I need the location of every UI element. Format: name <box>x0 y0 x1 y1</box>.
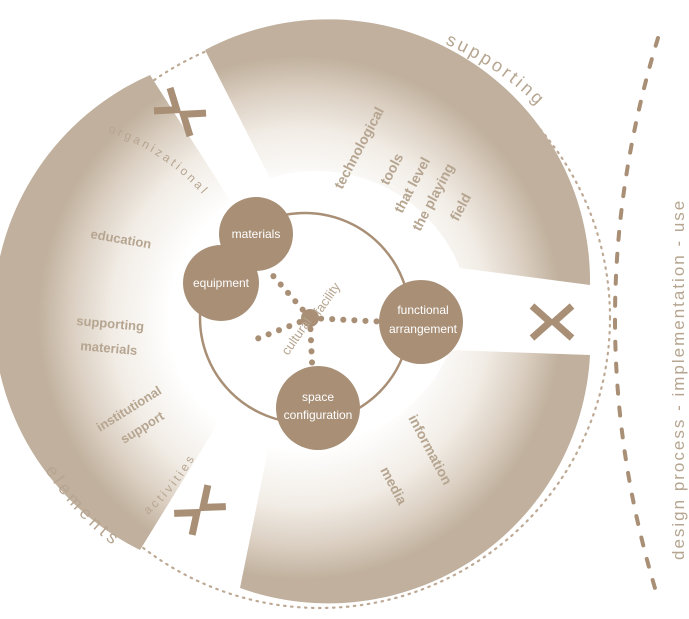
chevron-pair-icon <box>174 484 226 536</box>
segment-bottom-right <box>240 350 590 604</box>
label-supporting: supporting <box>76 313 145 334</box>
segment-top-right <box>205 19 591 286</box>
node-functional-arrangement <box>379 280 463 364</box>
hub-label-facility: facility <box>310 279 343 318</box>
node-materials-label: materials <box>232 227 281 241</box>
node-space-configuration <box>276 366 360 450</box>
chevron-pair-icon <box>153 86 207 138</box>
side-label-design-process: design process - implementation - use <box>669 199 688 560</box>
label-materials: materials <box>80 338 138 358</box>
node-functional-label: functional <box>397 303 448 317</box>
node-arrangement-label: arrangement <box>389 322 458 336</box>
segment-left <box>0 75 230 550</box>
process-dashed-arc <box>613 36 660 600</box>
node-configuration-label: configuration <box>284 408 353 422</box>
node-space-label: space <box>302 390 334 404</box>
node-equipment <box>183 245 259 321</box>
node-equipment-label: equipment <box>193 276 250 290</box>
hub-dot <box>301 309 319 327</box>
chevron-pair-icon <box>529 303 575 341</box>
